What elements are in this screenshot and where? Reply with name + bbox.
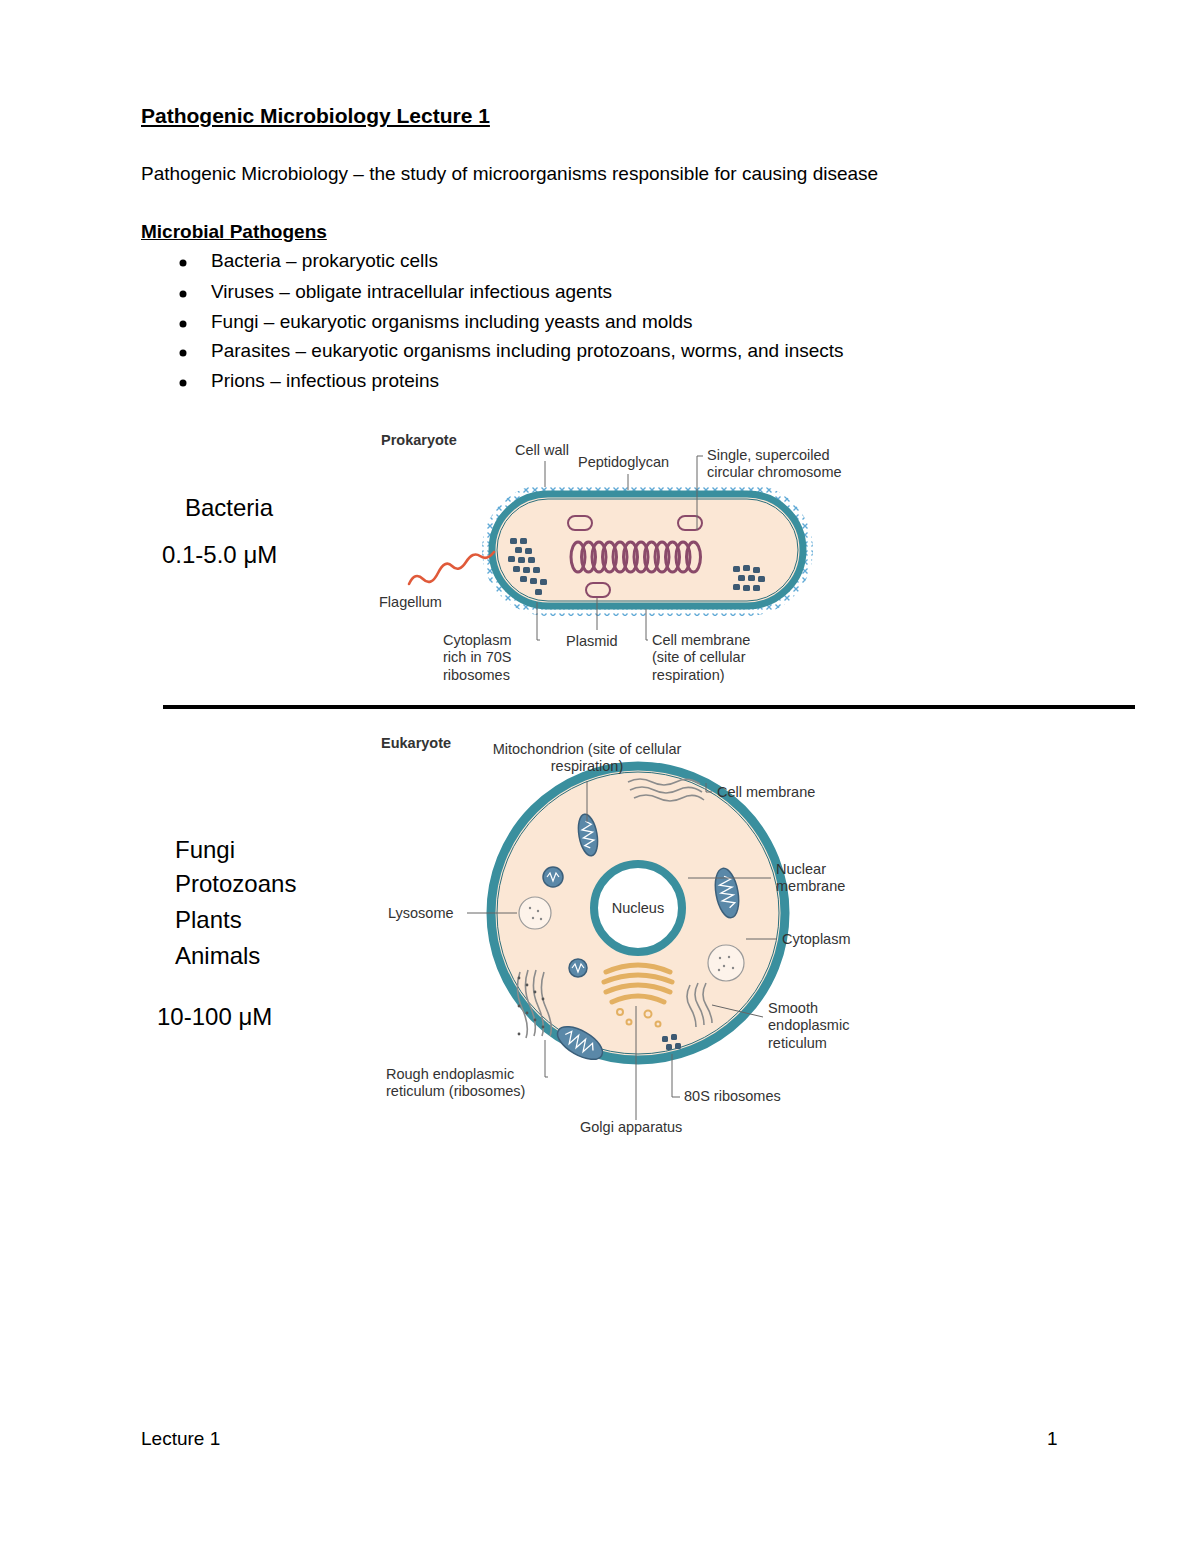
part-label: Flagellum [379,594,442,611]
node-text: Nucleus [612,900,664,917]
group-label: Plants [175,906,242,935]
part-label: Lysosome [388,905,454,922]
part-label: Golgi apparatus [580,1119,682,1136]
figure-heading: Prokaryote [381,432,457,449]
part-label: Cytoplasm [782,931,851,948]
part-label: Cell membrane (site of cellular respirat… [652,632,770,684]
eukaryote-cell [467,766,785,1120]
group-label: Protozoans [175,870,296,899]
bullet-item: Viruses – obligate intracellular infecti… [211,281,612,304]
page-title: Pathogenic Microbiology Lecture 1 [141,103,490,128]
separator-line [163,705,1135,709]
page-number: 1 [1047,1428,1058,1451]
size-range: 10-100 μM [157,1003,272,1032]
nucleus-circle: Nucleus [590,860,686,956]
bullet-dots [180,260,187,387]
bullet-item: Fungi – eukaryotic organisms including y… [211,311,693,334]
prokaryote-cell [409,456,813,640]
part-label: Cell membrane [717,784,815,801]
group-label: Fungi [175,836,235,865]
part-label: Smooth endoplasmic reticulum [768,1000,852,1052]
size-range: 0.1-5.0 μM [162,541,277,570]
section-heading: Microbial Pathogens [141,221,327,244]
part-label: Mitochondrion (site of cellular respirat… [487,741,687,776]
part-label: Plasmid [566,633,618,650]
group-label: Animals [175,942,260,971]
part-label: Peptidoglycan [578,454,669,471]
page-footer: Lecture 1 [141,1428,220,1451]
bullet-item: Bacteria – prokaryotic cells [211,250,438,273]
part-label: Cell wall [515,442,569,459]
part-label: 80S ribosomes [684,1088,781,1105]
part-label: Cytoplasm rich in 70S ribosomes [443,632,525,684]
body-text: Pathogenic Microbiology – the study of m… [141,163,878,186]
bullet-item: Prions – infectious proteins [211,370,439,393]
part-label: Single, supercoiled circular chromosome [707,447,872,482]
part-label: Rough endoplasmic reticulum (ribosomes) [386,1066,541,1101]
bullet-item: Parasites – eukaryotic organisms includi… [211,340,844,363]
part-label: Nuclear membrane [776,861,851,896]
figure-heading: Eukaryote [381,735,451,752]
group-label: Bacteria [185,494,273,523]
